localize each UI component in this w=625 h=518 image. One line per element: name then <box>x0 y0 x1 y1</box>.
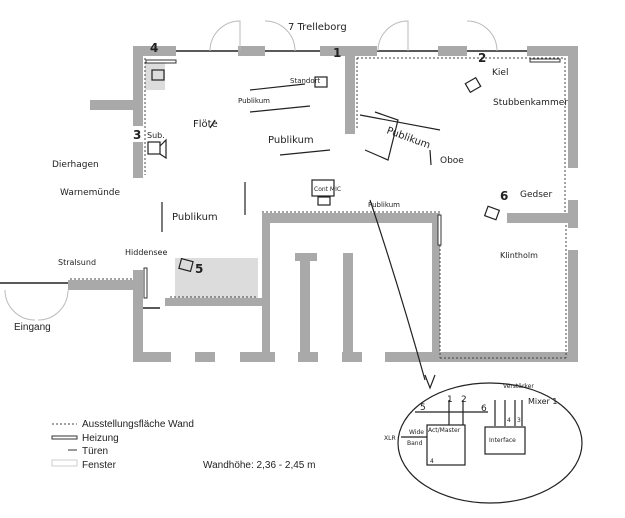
inset-ch-1: 1 <box>447 395 453 405</box>
room-warnemuende: Warnemünde <box>60 188 121 198</box>
inset-ch-6: 6 <box>481 404 487 414</box>
inset-verstaerker: Verstärker <box>503 383 534 390</box>
inset-wide: Wide <box>409 429 424 436</box>
label-standort: Standort <box>290 77 321 85</box>
sketch-marks <box>147 69 583 504</box>
inset-box-left: Act/Master <box>428 427 461 434</box>
inset-ch-5: 5 <box>420 403 426 413</box>
room-hiddensee: Hiddensee <box>125 248 167 257</box>
label-oboe: Oboe <box>440 156 464 166</box>
speaker-4-area <box>145 62 165 90</box>
room-stralsund: Stralsund <box>58 258 96 267</box>
speaker-2: 2 <box>478 51 486 65</box>
inset-ch-2: 2 <box>461 395 467 405</box>
speaker-6: 6 <box>500 189 508 203</box>
speaker-3: 3 <box>133 128 141 142</box>
legend-doors: Türen <box>82 446 108 457</box>
inset-pin: 3 <box>517 417 521 424</box>
inset-xlr: XLR <box>384 435 396 442</box>
inset-ellipse <box>397 382 583 504</box>
door-arcs <box>4 20 498 321</box>
room-klintholm: Klintholm <box>500 251 538 260</box>
label-publikum: Publikum <box>238 97 270 105</box>
legend-heater: Heizung <box>82 433 119 444</box>
room-kiel: Kiel <box>492 68 508 78</box>
room-dierhagen: Dierhagen <box>52 160 99 170</box>
room-trelleborg: 7 Trelleborg <box>288 22 347 33</box>
label-publikum: Publikum <box>385 125 432 151</box>
speaker-5: 5 <box>195 262 203 276</box>
inset-corner: 4 <box>430 458 434 465</box>
room-gedser: Gedser <box>520 190 552 200</box>
room-eingang: Eingang <box>14 322 51 333</box>
label-publikum: Publikum <box>368 201 400 209</box>
label-publikum: Publikum <box>172 212 218 223</box>
walls <box>68 46 578 362</box>
label-sub: Sub. <box>147 131 165 140</box>
inset-mixer: Mixer 1 <box>528 397 557 406</box>
legend-exhibition-wall: Ausstellungsfläche Wand <box>82 419 194 430</box>
label-floete: Flöte <box>193 119 218 130</box>
inset-band: Band <box>407 440 423 447</box>
speaker-4: 4 <box>150 41 158 55</box>
exhibition-walls <box>70 57 567 359</box>
stage-area <box>175 258 258 298</box>
inset-box-right: Interface <box>489 437 516 444</box>
label-publikum: Publikum <box>268 135 314 146</box>
inset-wiring: 5 1 2 6 Act/Master Interface XLR Wide Ba… <box>384 383 557 465</box>
inset-pin: 4 <box>507 417 511 424</box>
legend: Ausstellungsfläche Wand Heizung Türen Fe… <box>51 419 315 471</box>
legend-windows: Fenster <box>82 460 117 471</box>
speaker-1: 1 <box>333 46 341 60</box>
label-cont-mic: Cont MIC <box>314 186 341 193</box>
heaters <box>143 58 561 299</box>
wall-height: Wandhöhe: 2,36 - 2,45 m <box>203 460 315 471</box>
room-stubbenkammer: Stubbenkammer <box>493 98 568 108</box>
